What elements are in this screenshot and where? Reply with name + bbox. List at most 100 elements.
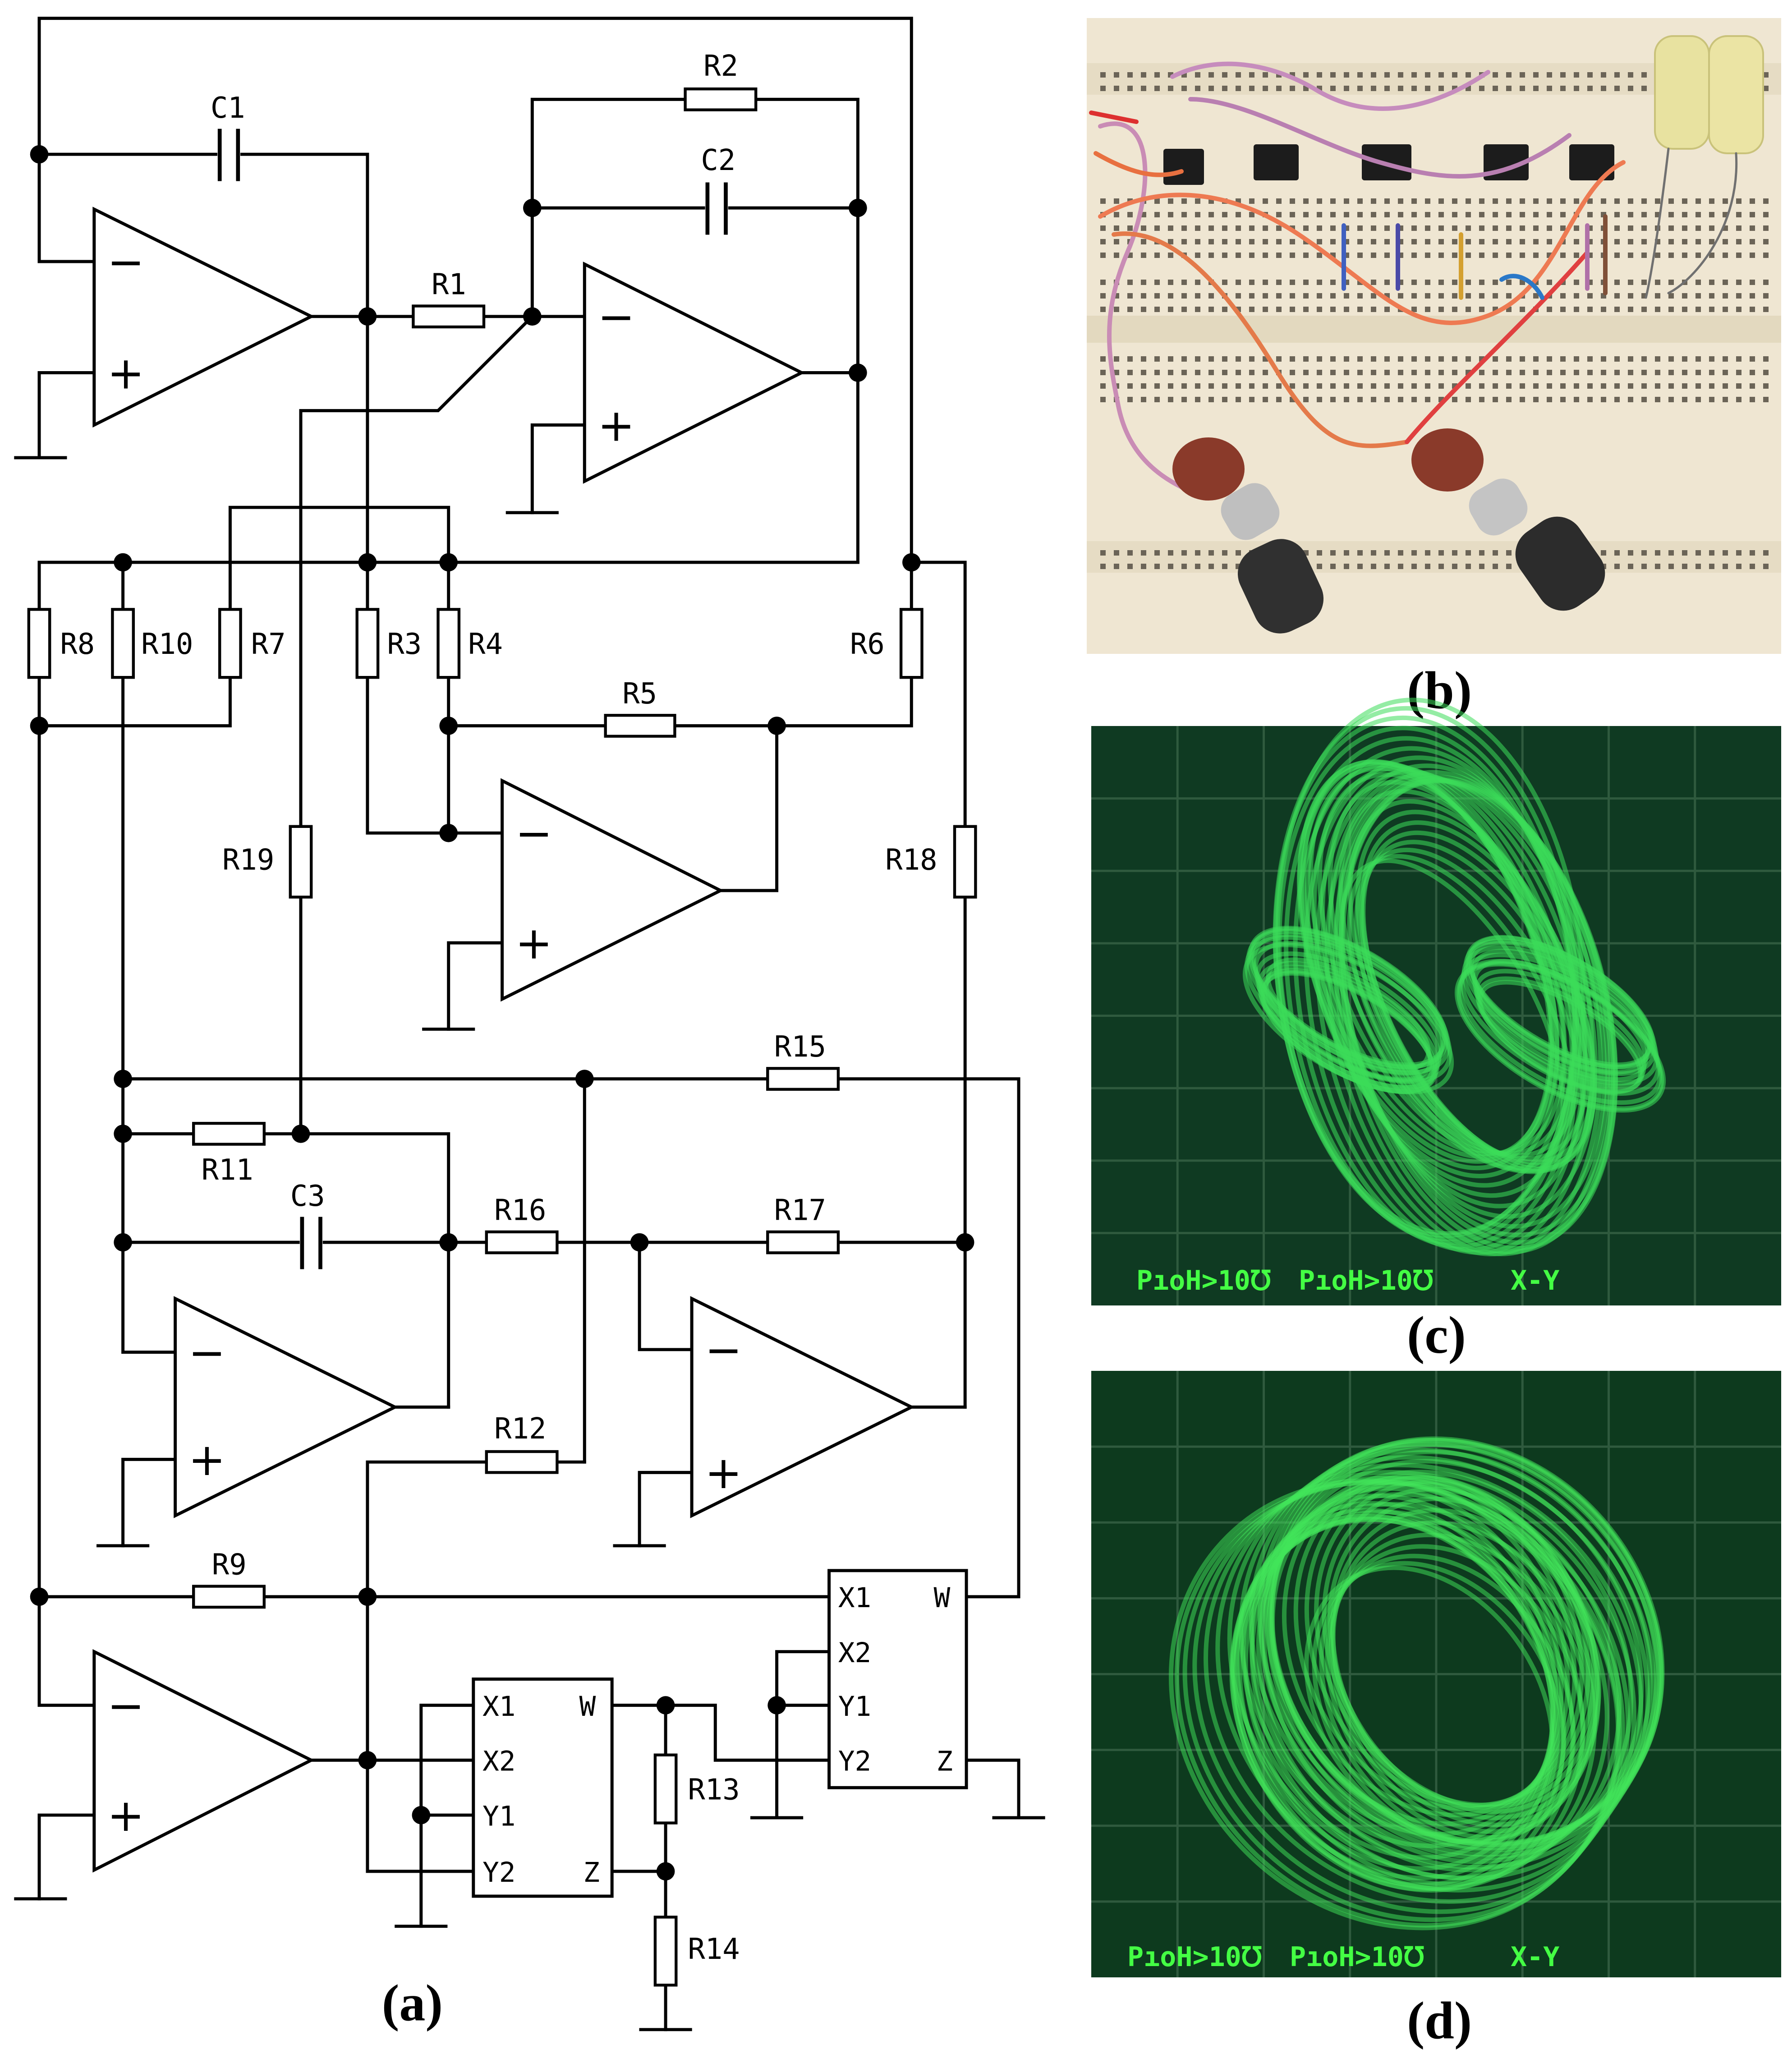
resistor-r9 xyxy=(192,1585,266,1609)
breadboard-hole xyxy=(1628,307,1633,312)
breadboard-hole xyxy=(1682,383,1687,389)
breadboard-hole xyxy=(1371,564,1376,569)
breadboard-hole xyxy=(1330,356,1336,362)
breadboard-hole xyxy=(1398,550,1403,556)
breadboard-hole xyxy=(1411,225,1417,231)
breadboard-hole xyxy=(1452,212,1457,217)
mult1-y2-pin: Y2 xyxy=(482,1857,515,1889)
breadboard-hole xyxy=(1371,397,1376,402)
mult1-x2-pin: X2 xyxy=(482,1746,515,1778)
opamp-6-minus: − xyxy=(107,1680,145,1732)
breadboard-hole xyxy=(1357,550,1363,556)
breadboard-hole xyxy=(1574,356,1579,362)
breadboard-hole xyxy=(1574,280,1579,285)
opamp-3-plus: + xyxy=(515,918,553,970)
breadboard-hole xyxy=(1100,550,1106,556)
breadboard-hole xyxy=(1330,72,1336,78)
breadboard-hole xyxy=(1452,356,1457,362)
breadboard-hole xyxy=(1547,370,1552,375)
breadboard-hole xyxy=(1100,370,1106,375)
breadboard-hole xyxy=(1641,239,1647,244)
breadboard-hole xyxy=(1154,72,1160,78)
breadboard-hole xyxy=(1736,212,1741,217)
breadboard-hole xyxy=(1100,293,1106,299)
breadboard-hole xyxy=(1452,550,1457,556)
breadboard-hole xyxy=(1168,212,1173,217)
ic-chip xyxy=(1163,149,1204,185)
label-r4: R4 xyxy=(468,628,503,661)
trace-loop xyxy=(1242,942,1454,1094)
breadboard-hole xyxy=(1384,383,1390,389)
breadboard-hole xyxy=(1574,397,1579,402)
breadboard-hole xyxy=(1154,293,1160,299)
breadboard-hole xyxy=(1181,370,1187,375)
trace-loop xyxy=(1474,969,1646,1089)
opamp-2-plus: + xyxy=(597,400,635,451)
breadboard-hole xyxy=(1520,72,1525,78)
breadboard-hole xyxy=(1236,212,1241,217)
breadboard-hole xyxy=(1371,86,1376,91)
breadboard-hole xyxy=(1371,293,1376,299)
breadboard-hole xyxy=(1709,253,1714,258)
breadboard-hole xyxy=(1398,212,1403,217)
breadboard-hole xyxy=(1276,225,1282,231)
breadboard-hole xyxy=(1303,253,1309,258)
jumper-wires xyxy=(1089,61,1738,489)
label-r6: R6 xyxy=(850,628,885,661)
breadboard-hole xyxy=(1208,212,1214,217)
breadboard-hole xyxy=(1384,72,1390,78)
breadboard-hole xyxy=(1763,86,1769,91)
breadboard-hole xyxy=(1303,198,1309,204)
breadboard-hole xyxy=(1276,397,1282,402)
breadboard-hole xyxy=(1195,72,1200,78)
breadboard-hole xyxy=(1100,198,1106,204)
breadboard-hole xyxy=(1628,383,1633,389)
opamp-1 xyxy=(92,207,315,428)
breadboard-hole xyxy=(1263,370,1268,375)
breadboard-hole xyxy=(1479,370,1484,375)
breadboard-hole xyxy=(1438,86,1444,91)
junctions xyxy=(30,145,974,1881)
breadboard-hole xyxy=(1154,550,1160,556)
breadboard-hole xyxy=(1709,225,1714,231)
breadboard-hole xyxy=(1520,356,1525,362)
breadboard-hole xyxy=(1479,280,1484,285)
breadboard-hole xyxy=(1533,383,1539,389)
breadboard-hole xyxy=(1168,307,1173,312)
breadboard-hole xyxy=(1696,397,1701,402)
breadboard-hole xyxy=(1100,397,1106,402)
breadboard-hole xyxy=(1290,239,1295,244)
label-r5: R5 xyxy=(622,677,657,711)
breadboard-hole xyxy=(1614,370,1620,375)
breadboard-hole xyxy=(1655,564,1660,569)
breadboard-hole xyxy=(1696,225,1701,231)
breadboard-hole xyxy=(1696,253,1701,258)
breadboard-hole xyxy=(1371,307,1376,312)
breadboard-hole xyxy=(1222,307,1227,312)
breadboard-hole xyxy=(1438,356,1444,362)
breadboard-hole xyxy=(1493,253,1498,258)
breadboard-hole xyxy=(1574,72,1579,78)
breadboard-hole xyxy=(1587,307,1593,312)
breadboard-hole xyxy=(1181,212,1187,217)
scope-mode-c: X-Y xyxy=(1511,1265,1559,1296)
breadboard-hole xyxy=(1384,212,1390,217)
breadboard-hole xyxy=(1100,564,1106,569)
panel-label-c: (c) xyxy=(1407,1305,1466,1365)
breadboard-hole xyxy=(1168,86,1173,91)
breadboard-hole xyxy=(1479,564,1484,569)
breadboard-hole xyxy=(1168,198,1173,204)
breadboard-hole xyxy=(1290,198,1295,204)
breadboard-hole xyxy=(1276,212,1282,217)
breadboard-hole xyxy=(1479,198,1484,204)
breadboard-hole xyxy=(1195,212,1200,217)
breadboard-hole xyxy=(1452,72,1457,78)
trace-loop xyxy=(1463,938,1657,1076)
breadboard-hole xyxy=(1208,370,1214,375)
breadboard-hole xyxy=(1222,86,1227,91)
breadboard-hole xyxy=(1533,397,1539,402)
resistor-r4 xyxy=(437,608,461,679)
breadboard-hole xyxy=(1587,397,1593,402)
breadboard-hole xyxy=(1290,307,1295,312)
label-r2: R2 xyxy=(703,50,738,83)
